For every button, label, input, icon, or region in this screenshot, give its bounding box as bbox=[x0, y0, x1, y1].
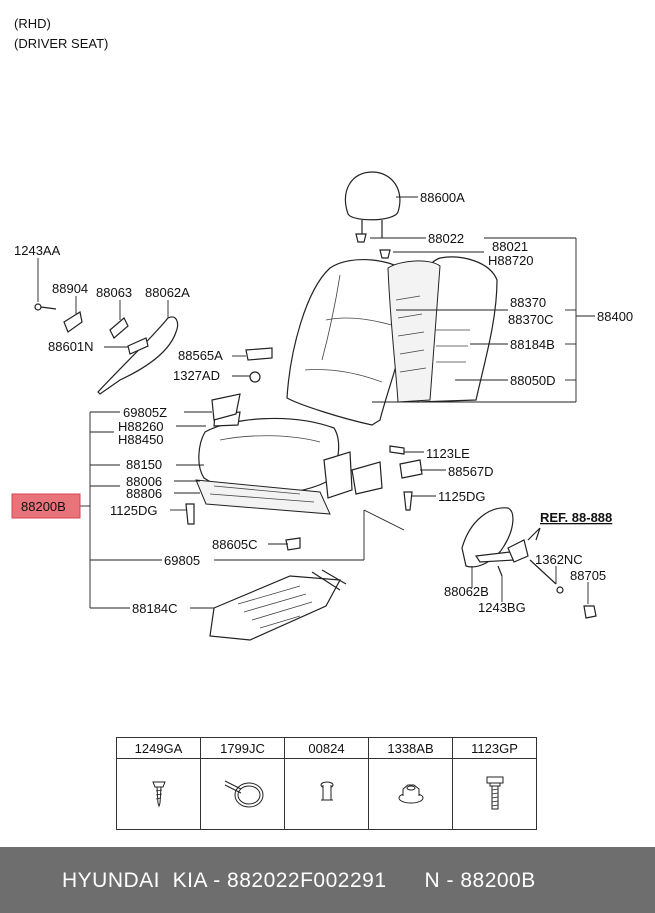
label-88050D: 88050D bbox=[510, 373, 556, 388]
leader-lines bbox=[37, 196, 595, 609]
fastener-header-1249GA: 1249GA bbox=[116, 737, 201, 759]
fastener-header-00824: 00824 bbox=[284, 737, 369, 759]
bolt-icon bbox=[486, 776, 503, 809]
fastener-header-1123GP: 1123GP bbox=[452, 737, 537, 759]
small-clips bbox=[245, 347, 273, 383]
label-88370C: 88370C bbox=[508, 312, 554, 327]
fastener-cell-1249GA bbox=[116, 758, 201, 830]
screw-icon bbox=[151, 781, 166, 808]
fastener-header-1338AB: 1338AB bbox=[368, 737, 453, 759]
label-88022: 88022 bbox=[428, 231, 464, 246]
label-88184C: 88184C bbox=[132, 601, 178, 616]
label-88705: 88705 bbox=[570, 568, 606, 583]
label-1125DG-left: 1125DG bbox=[110, 503, 157, 518]
headrest-drawing bbox=[344, 171, 401, 238]
fastener-cell-1799JC bbox=[200, 758, 285, 830]
fastener-table: 1249GA 1799JC 00824 1338AB 1123GP bbox=[116, 737, 537, 830]
fastener-cell-1123GP bbox=[452, 758, 537, 830]
label-88150: 88150 bbox=[126, 457, 162, 472]
label-88600A: 88600A bbox=[420, 190, 465, 205]
label-1243AA: 1243AA bbox=[14, 243, 61, 258]
fastener-header-1799JC: 1799JC bbox=[200, 737, 285, 759]
fastener-cell-00824 bbox=[284, 758, 369, 830]
note-driver-seat: (DRIVER SEAT) bbox=[14, 36, 109, 51]
label-1327AD: 1327AD bbox=[173, 368, 220, 383]
label-88184B: 88184B bbox=[510, 337, 555, 352]
note-rhd: (RHD) bbox=[14, 16, 51, 31]
label-88006: 88006 bbox=[126, 474, 162, 489]
label-88062B: 88062B bbox=[444, 584, 489, 599]
footer-part-number: HYUNDAI KIA - 882022F002291 N - 88200B bbox=[62, 869, 536, 892]
side-bracket-drawings bbox=[34, 303, 179, 395]
nut-icon bbox=[398, 784, 423, 803]
label-88370: 88370 bbox=[510, 295, 546, 310]
target-part-highlight bbox=[11, 493, 81, 519]
label-88063: 88063 bbox=[96, 285, 132, 300]
fastener-cell-1338AB bbox=[368, 758, 453, 830]
clamp-icon bbox=[224, 780, 263, 807]
label-1243BG: 1243BG bbox=[478, 600, 526, 615]
label-H88720: H88720 bbox=[488, 253, 534, 268]
cushion-mat-drawing bbox=[209, 569, 347, 641]
seat-cushion-drawing bbox=[185, 393, 423, 551]
footer-bar: HYUNDAI KIA - 882022F002291 N - 88200B bbox=[0, 847, 655, 913]
label-H88260: H88260 bbox=[118, 419, 164, 434]
label-H88450: H88450 bbox=[118, 432, 164, 447]
label-69805: 69805 bbox=[164, 553, 200, 568]
label-88565A: 88565A bbox=[178, 348, 223, 363]
seat-back-frame-drawing bbox=[387, 256, 498, 403]
label-88400: 88400 bbox=[597, 309, 633, 324]
label-88200B: 88200B bbox=[21, 499, 66, 514]
label-88062A: 88062A bbox=[145, 285, 190, 300]
label-88601N: 88601N bbox=[48, 339, 94, 354]
label-1125DG-right: 1125DG bbox=[438, 489, 485, 504]
label-ref-88-888: REF. 88-888 bbox=[540, 510, 612, 525]
label-1362NC: 1362NC bbox=[535, 552, 583, 567]
label-88904: 88904 bbox=[52, 281, 88, 296]
label-1123LE: 1123LE bbox=[426, 446, 470, 461]
seat-parts-diagram: 88600A 88022 88021 H88720 1243AA 88904 8… bbox=[11, 171, 633, 641]
label-88806: 88806 bbox=[126, 486, 162, 501]
label-88021: 88021 bbox=[492, 239, 528, 254]
ref-side-cover-drawing bbox=[461, 507, 597, 619]
label-69805Z: 69805Z bbox=[123, 405, 167, 420]
label-88605C: 88605C bbox=[212, 537, 258, 552]
pin-icon bbox=[320, 781, 333, 800]
label-88567D: 88567D bbox=[448, 464, 494, 479]
headrest-guides bbox=[355, 233, 391, 259]
